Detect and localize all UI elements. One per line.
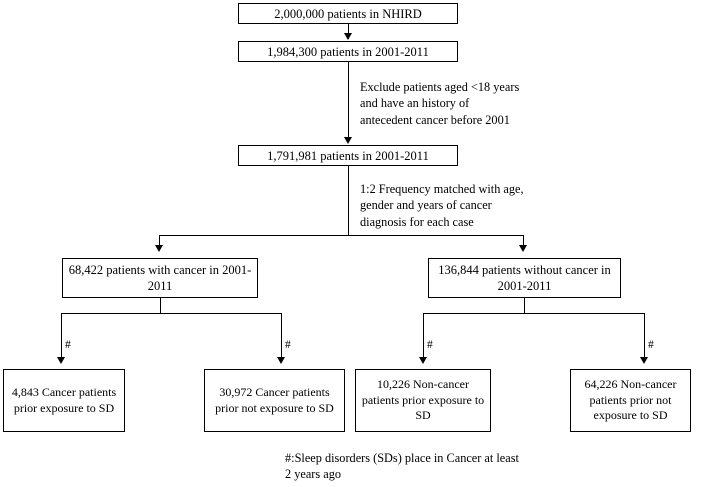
node-total-nhird: 2,000,000 patients in NHIRD: [238, 3, 458, 24]
node-eligible-patients: 1,791,981 patients in 2001-2011: [238, 145, 458, 166]
connector-cancer-exposed: [61, 313, 62, 361]
splitbar-noncancer-exposure: [423, 313, 644, 314]
hash-mark-noncancer-exposed: #: [427, 339, 433, 351]
splitbar-cancer-exposure: [61, 313, 281, 314]
connector-n1-n2: [348, 24, 349, 39]
node-noncancer-exposed-sd-label: 10,226 Non-cancer patients prior exposur…: [361, 377, 485, 423]
node-cancer-cohort: 68,422 patients with cancer in 2001-2011: [62, 258, 258, 298]
annotation-exclusion: Exclude patients aged <18 years and have…: [360, 80, 520, 127]
node-cancer-exposed-sd: 4,843 Cancer patients prior exposure to …: [3, 369, 125, 432]
node-cancer-cohort-label: 68,422 patients with cancer in 2001-2011: [68, 263, 252, 293]
arrowhead-noncancer-cohort: [519, 245, 527, 252]
connector-cancer-not-exposed: [281, 313, 282, 361]
arrowhead-n1-n2: [343, 33, 352, 40]
splitbar-cohorts: [159, 235, 523, 236]
connector-noncancer-exposed: [423, 313, 424, 361]
node-noncancer-exposed-sd: 10,226 Non-cancer patients prior exposur…: [355, 369, 491, 432]
node-patients-2001-2011: 1,984,300 patients in 2001-2011: [238, 41, 458, 62]
node-cancer-not-exposed-sd-label: 30,972 Cancer patients prior not exposur…: [215, 385, 334, 415]
node-noncancer-cohort-label: 136,844 patients without cancer in 2001-…: [438, 263, 611, 293]
connector-cancer-cohort-down: [160, 298, 161, 313]
connector-splitbar-left: [159, 235, 160, 250]
connector-n3-splitbar: [348, 166, 349, 235]
arrowhead-cancer-not-exposed: [277, 357, 285, 364]
arrowhead-noncancer-not-exposed: [640, 357, 648, 364]
arrowhead-noncancer-exposed: [419, 357, 427, 364]
connector-n2-n3: [348, 62, 349, 138]
hash-mark-noncancer-not-exposed: #: [648, 339, 654, 351]
node-eligible-patients-label: 1,791,981 patients in 2001-2011: [267, 148, 429, 163]
node-patients-2001-2011-label: 1,984,300 patients in 2001-2011: [267, 44, 429, 59]
footnote-sleep-disorders: #:Sleep disorders (SDs) place in Cancer …: [285, 451, 519, 482]
connector-noncancer-not-exposed: [644, 313, 645, 361]
node-total-nhird-label: 2,000,000 patients in NHIRD: [274, 6, 422, 21]
node-noncancer-not-exposed-sd: 64,226 Non-cancer patients prior not exp…: [570, 369, 691, 432]
annotation-matching: 1:2 Frequency matched with age, gender a…: [360, 182, 524, 229]
node-noncancer-not-exposed-sd-label: 64,226 Non-cancer patients prior not exp…: [584, 377, 677, 423]
connector-splitbar-right: [523, 235, 524, 250]
connector-noncancer-cohort-down: [524, 298, 525, 313]
arrowhead-cancer-exposed: [57, 357, 65, 364]
hash-mark-cancer-exposed: #: [65, 339, 71, 351]
arrowhead-n2-n3: [343, 137, 352, 144]
arrowhead-cancer-cohort: [155, 245, 163, 252]
node-cancer-not-exposed-sd: 30,972 Cancer patients prior not exposur…: [204, 369, 345, 432]
node-noncancer-cohort: 136,844 patients without cancer in 2001-…: [428, 258, 621, 298]
node-cancer-exposed-sd-label: 4,843 Cancer patients prior exposure to …: [11, 385, 117, 415]
hash-mark-cancer-not-exposed: #: [285, 339, 291, 351]
